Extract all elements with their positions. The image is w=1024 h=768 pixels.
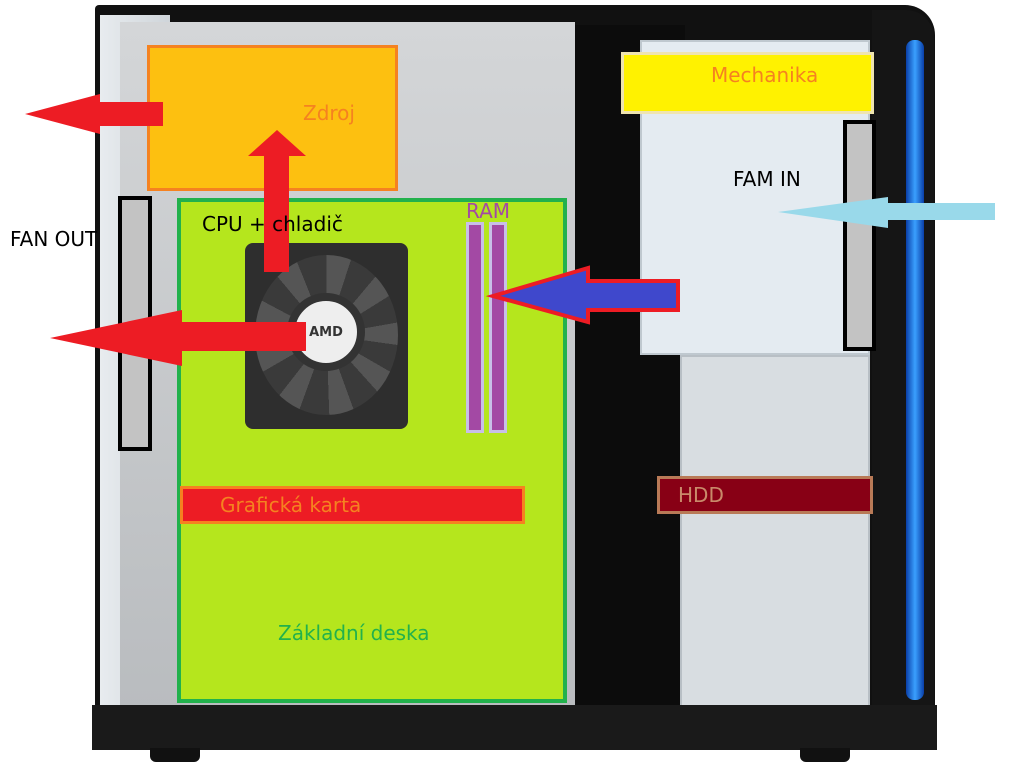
optical-drive-box [621,52,874,114]
drive-cage-lower [680,355,870,710]
intake-arrow [778,197,995,228]
gpu-box [180,486,525,524]
case-foot-right [800,748,850,762]
ram-label: RAM [466,199,511,223]
ram-stick-2 [489,222,507,433]
motherboard-label: Základní deska [278,621,430,645]
psu-exhaust-arrow [25,94,163,134]
optical-drive-label: Mechanika [711,63,819,87]
ram-airflow-arrow [485,265,680,325]
ram-stick-1 [466,222,484,433]
cpu-label: CPU + chladič [202,212,343,236]
cpu-up-arrow [248,130,306,272]
fan-in-label: FAM IN [733,167,801,191]
cpu-exhaust-arrow [50,310,306,366]
psu-label: Zdroj [303,101,355,125]
case-foot-left [150,748,200,762]
fan-out-label: FAN OUT [10,227,98,251]
gpu-label: Grafická karta [220,493,362,517]
case-bottom [92,705,937,750]
hdd-box [657,476,873,514]
hdd-label: HDD [678,483,724,507]
fan-in-bar [843,120,876,351]
amd-logo: AMD [309,324,343,340]
